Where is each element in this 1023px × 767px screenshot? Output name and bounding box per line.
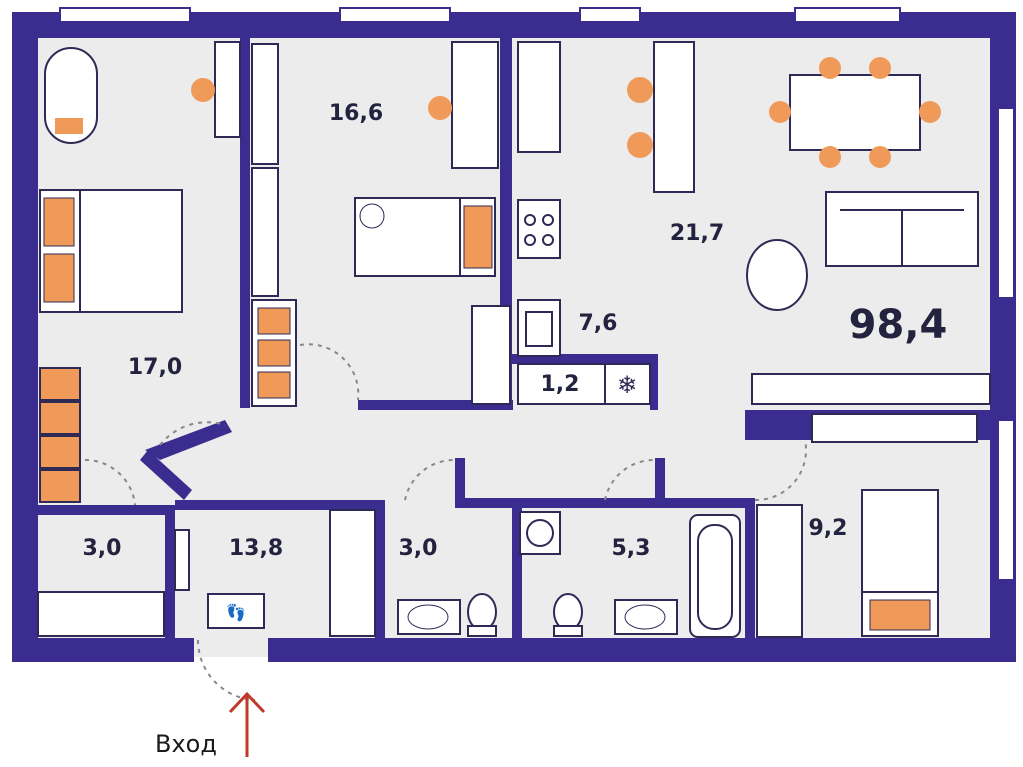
room-area-kitchen: 7,6: [579, 311, 618, 336]
wardrobe-icon: [329, 509, 376, 637]
wall-panel: [174, 529, 190, 591]
bed-icon: [861, 489, 939, 637]
room-area-bedroom-left: 17,0: [128, 355, 182, 380]
sink-icon: [397, 599, 461, 635]
room-area-bedroom-right: 9,2: [809, 516, 848, 541]
bathtub-icon: [689, 514, 741, 638]
storage-rack-icon: [37, 591, 165, 637]
desk-icon: [191, 41, 241, 138]
wardrobe-icon: [756, 504, 803, 638]
wardrobe-icon: [471, 305, 511, 405]
room-area-bedroom-middle: 16,6: [329, 101, 383, 126]
snowflake-icon: ❄: [617, 371, 637, 399]
entrance-label: Вход: [155, 730, 217, 758]
toilet-icon: [467, 593, 497, 637]
room-area-bathroom-1: 3,0: [399, 536, 438, 561]
bed-icon: [354, 197, 496, 277]
bathtub-icon: [44, 47, 98, 144]
room-area-bathroom-2: 5,3: [612, 536, 651, 561]
desk-icon: [428, 41, 499, 169]
room-area-closet-left: 3,0: [83, 536, 122, 561]
stove-icon: [517, 41, 561, 259]
sofa-icon: [825, 191, 979, 267]
pantry-box: [517, 363, 651, 405]
room-area-living-room: 21,7: [670, 221, 724, 246]
wardrobe-boxes-icon: [257, 307, 291, 399]
sink-icon: [614, 599, 678, 635]
entrance-arrow-icon: [228, 691, 266, 757]
sink-icon: [517, 299, 561, 357]
total-area: 98,4: [849, 302, 948, 348]
shoes-icon: 👣: [207, 593, 265, 629]
toilet-icon: [553, 593, 583, 637]
windows: [59, 7, 1015, 581]
dining-table-icon: [769, 57, 941, 168]
bar-counter-icon: [627, 41, 695, 193]
room-area-pantry: 1,2: [541, 372, 580, 397]
bed-icon: [39, 189, 183, 313]
armchair-icon: [746, 239, 808, 311]
wardrobe-icon: [39, 367, 81, 503]
room-area-hallway: 13,8: [229, 536, 283, 561]
svg-text:👣: 👣: [226, 603, 246, 622]
washing-machine-icon: [519, 511, 561, 555]
door-arcs: [84, 343, 807, 701]
tv-stand-icon: [751, 373, 991, 443]
